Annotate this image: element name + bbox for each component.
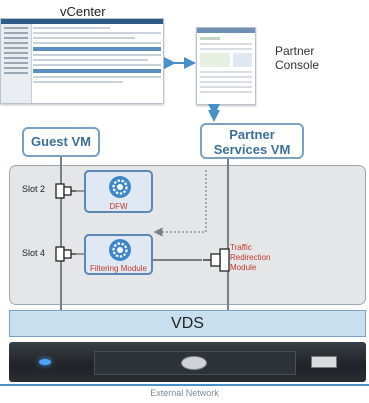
partner-console-title: Partner Console (275, 44, 319, 72)
slot2-label: Slot 2 (22, 184, 46, 194)
server-hardware (9, 342, 366, 382)
partner-console-title-line2: Console (275, 58, 320, 72)
external-network-label: External Network (150, 388, 219, 398)
partner-services-vm-box: Partner Services VM (200, 123, 304, 159)
redirection-filter-icon (203, 248, 230, 272)
vcenter-title: vCenter (60, 4, 106, 19)
slot2-filter-icon (55, 183, 76, 199)
dotted-return-path (153, 170, 207, 237)
dfw-module: DFW (84, 170, 153, 213)
partner-console-title-line1: Partner (275, 44, 315, 58)
gear-icon (109, 176, 131, 198)
redirection-label-line3: Module (230, 263, 257, 272)
external-network-line (0, 384, 369, 386)
filtering-module: Filtering Module (84, 234, 153, 275)
traffic-redirection-label: Traffic Redirection Module (230, 243, 270, 273)
dfw-label: DFW (109, 202, 128, 211)
power-button-icon (181, 356, 207, 370)
partner-vm-label-line1: Partner (229, 127, 275, 142)
slot4-label: Slot 4 (22, 248, 46, 258)
slot4-filter-icon (55, 246, 76, 262)
vds-bar: VDS (9, 310, 366, 337)
filtering-module-label: Filtering Module (90, 264, 147, 273)
gear-icon (109, 239, 131, 261)
partner-console-screenshot (196, 27, 256, 105)
guest-vm-box: Guest VM (22, 127, 100, 157)
redirection-label-line1: Traffic (230, 243, 252, 252)
partner-vm-label-line2: Services VM (213, 142, 291, 157)
power-led-icon (39, 359, 51, 365)
usb-port-icon (311, 356, 337, 368)
vcenter-screenshot (0, 18, 164, 104)
redirection-label-line2: Redirection (230, 253, 271, 262)
